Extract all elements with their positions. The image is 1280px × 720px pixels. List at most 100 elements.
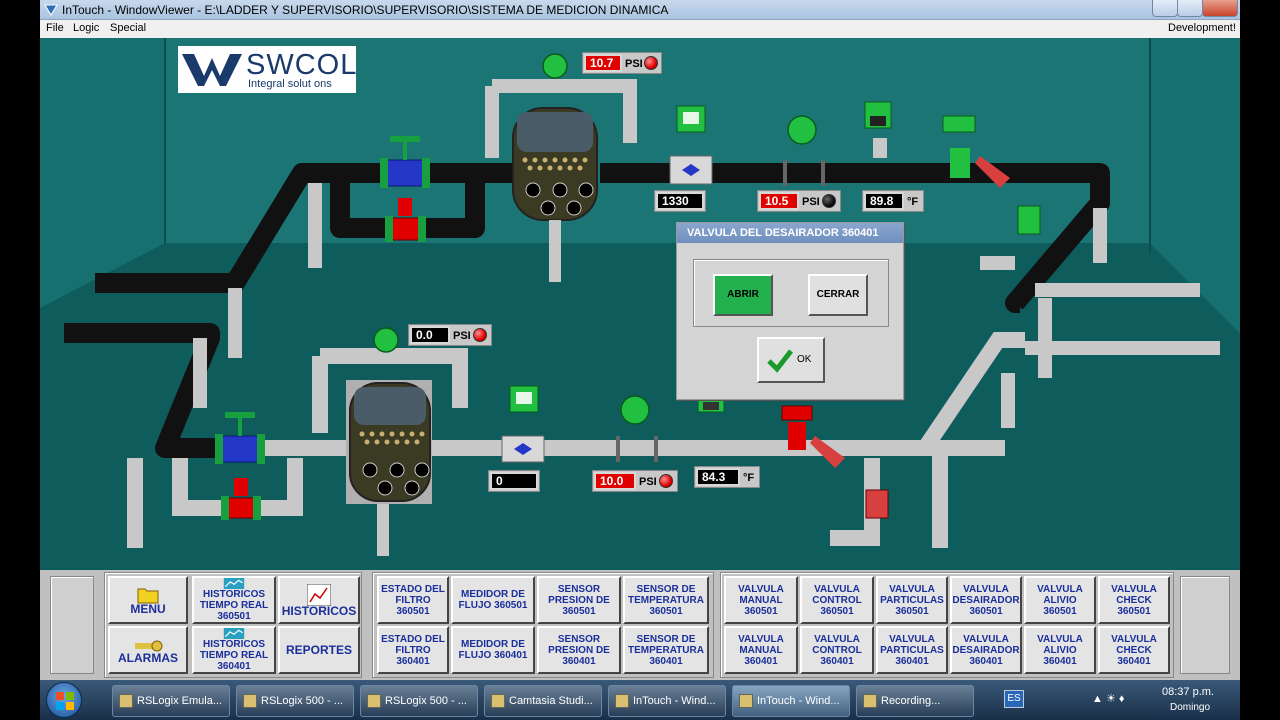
minimize-button[interactable]: [1152, 0, 1178, 17]
check-valves: [865, 205, 1041, 519]
task-label: InTouch - Wind...: [757, 695, 840, 707]
sensor-button-6[interactable]: MEDIDOR DE FLUJO 360401: [451, 626, 535, 674]
menu-button-label: MENU: [130, 601, 166, 616]
psi-bottom-display: 10.0 PSI: [592, 470, 678, 492]
hist-rt-360401-label: HISTORICOS TIEMPO REAL 360401: [199, 639, 269, 672]
title-bar[interactable]: InTouch - WindowViewer - E:\LADDER Y SUP…: [40, 0, 1240, 20]
process-scene: SWCOL Integral solut ons 10.7 PSI 1330 1…: [40, 38, 1240, 570]
historicos-tiempo-real-360501-button[interactable]: HISTORICOS TIEMPO REAL 360501: [192, 576, 276, 624]
ok-button[interactable]: OK: [757, 337, 825, 383]
valve-button-1[interactable]: VALVULA MANUAL 360501: [724, 576, 798, 624]
historicos-label: HISTORICOS: [281, 603, 357, 618]
restore-button[interactable]: [1177, 0, 1203, 17]
task-recording[interactable]: Recording...: [856, 685, 974, 717]
valve-button-6[interactable]: VALVULA CHECK 360501: [1098, 576, 1170, 624]
desairador-valves: [781, 115, 976, 450]
sensor-group: [372, 572, 714, 678]
task-intouch-a[interactable]: InTouch - Wind...: [608, 685, 726, 717]
sensor-button-7[interactable]: SENSOR PRESION DE 360401: [537, 626, 621, 674]
sensor-button-8[interactable]: SENSOR DE TEMPERATURA 360401: [623, 626, 709, 674]
sensor-button-2[interactable]: MEDIDOR DE FLUJO 360501: [451, 576, 535, 624]
close-valve-button[interactable]: CERRAR: [808, 274, 868, 316]
open-valve-button[interactable]: ABRIR: [713, 274, 773, 316]
historicos-tiempo-real-360401-button[interactable]: HISTORICOS TIEMPO REAL 360401: [192, 626, 276, 674]
main-nav-group: [104, 572, 362, 678]
alarmas-button[interactable]: ALARMAS: [108, 626, 188, 674]
psi-bottom-filter-unit: PSI: [453, 330, 471, 342]
manual-valve-360401: [215, 412, 265, 464]
task-camtasia[interactable]: Camtasia Studi...: [484, 685, 602, 717]
close-button[interactable]: [1202, 0, 1238, 17]
pipe-flanges: [616, 160, 825, 462]
app-icon: [863, 694, 877, 708]
menu-development[interactable]: Development!: [1168, 22, 1236, 34]
ok-label: OK: [797, 354, 812, 365]
menu-file[interactable]: File: [46, 22, 64, 34]
flow-top-display: 1330: [654, 190, 706, 212]
right-wall: [1150, 38, 1240, 333]
logo-name: SWCOL: [246, 49, 358, 81]
valve-button-3[interactable]: VALVULA PARTICULAS 360501: [876, 576, 948, 624]
temp-bottom-unit: °F: [743, 472, 755, 484]
windows-logo-icon: [56, 692, 74, 710]
folder-icon: [137, 588, 159, 603]
task-label: Camtasia Studi...: [509, 695, 593, 707]
menu-logic[interactable]: Logic: [73, 22, 100, 34]
task-rslogix-emulate[interactable]: RSLogix Emula...: [112, 685, 230, 717]
tray-icons[interactable]: ▲ ☀ ♦: [1092, 693, 1125, 705]
temp-top-unit: °F: [907, 196, 919, 208]
valve-dialog: VALVULA DEL DESAIRADOR 360401 ABRIR CERR…: [676, 222, 904, 400]
valve-button-8[interactable]: VALVULA CONTROL 360401: [800, 626, 874, 674]
flow-top-value: 1330: [656, 192, 704, 210]
sensor-button-4[interactable]: SENSOR DE TEMPERATURA 360501: [623, 576, 709, 624]
sensor-button-1[interactable]: ESTADO DEL FILTRO 360501: [377, 576, 449, 624]
reportes-button[interactable]: REPORTES: [278, 626, 360, 674]
psi-mid-status-lamp: [822, 194, 836, 208]
valve-button-11[interactable]: VALVULA ALIVIO 360401: [1024, 626, 1096, 674]
flow-bottom-value: 0: [490, 472, 538, 490]
app-icon: [615, 694, 629, 708]
task-intouch-b[interactable]: InTouch - Wind...: [732, 685, 850, 717]
task-label: Recording...: [881, 695, 941, 707]
valve-button-9[interactable]: VALVULA PARTICULAS 360401: [876, 626, 948, 674]
flow-bottom-display: 0: [488, 470, 540, 492]
menu-button[interactable]: MENU: [108, 576, 188, 624]
valve-button-10[interactable]: VALVULA DESAIRADOR 360401: [950, 626, 1022, 674]
alarm-key-icon: [135, 640, 163, 651]
sensor-button-5[interactable]: ESTADO DEL FILTRO 360401: [377, 626, 449, 674]
clock-time: 08:37 p.m.: [1162, 686, 1214, 698]
temp-bottom-display: 84.3 °F: [694, 466, 760, 488]
valve-button-7[interactable]: VALVULA MANUAL 360401: [724, 626, 798, 674]
psi-bottom-alarm-lamp: [659, 474, 673, 488]
language-indicator[interactable]: ES: [1004, 690, 1024, 708]
chart-icon: [307, 583, 331, 606]
company-logo: SWCOL Integral solut ons: [178, 46, 356, 93]
start-button[interactable]: [46, 682, 82, 718]
dialog-title: VALVULA DEL DESAIRADOR 360401: [677, 223, 903, 243]
temp-top-display: 89.8 °F: [862, 190, 924, 212]
valve-button-4[interactable]: VALVULA DESAIRADOR 360501: [950, 576, 1022, 624]
panel-left-spacer: [50, 576, 94, 674]
intouch-icon: [44, 4, 58, 16]
task-label: InTouch - Wind...: [633, 695, 716, 707]
historicos-button[interactable]: HISTORICOS: [278, 576, 360, 624]
panel-right-spacer: [1180, 576, 1230, 674]
psi-top-value: 10.7: [584, 54, 622, 72]
control-valve-360401: [221, 478, 261, 520]
swcol-logo-icon: [182, 54, 242, 86]
menu-bar: File Logic Special Development!: [40, 20, 1240, 38]
particle-valves: [810, 156, 1010, 468]
valve-button-5[interactable]: VALVULA ALIVIO 360501: [1024, 576, 1096, 624]
psi-mid-unit: PSI: [802, 196, 820, 208]
window-title: InTouch - WindowViewer - E:\LADDER Y SUP…: [62, 3, 669, 17]
valve-button-12[interactable]: VALVULA CHECK 360401: [1098, 626, 1170, 674]
navigation-panel: MENU HISTORICOS TIEMPO REAL 360501 HISTO…: [40, 570, 1240, 680]
sensor-button-3[interactable]: SENSOR PRESION DE 360501: [537, 576, 621, 624]
task-rslogix-500-b[interactable]: RSLogix 500 - ...: [360, 685, 478, 717]
menu-special[interactable]: Special: [110, 22, 147, 34]
psi-bottom-filter-display: 0.0 PSI: [408, 324, 492, 346]
valve-group: [720, 572, 1174, 678]
valve-button-2[interactable]: VALVULA CONTROL 360501: [800, 576, 874, 624]
task-rslogix-500-a[interactable]: RSLogix 500 - ...: [236, 685, 354, 717]
psi-mid-display: 10.5 PSI: [757, 190, 841, 212]
